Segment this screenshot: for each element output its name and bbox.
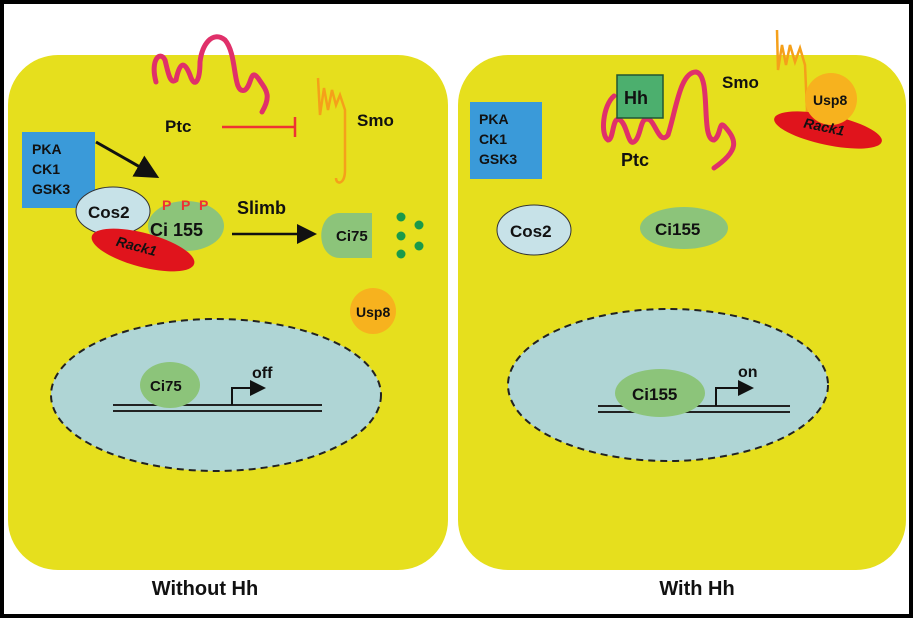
cos2-protein [496,204,572,256]
phospho-2: P [181,197,190,213]
ci155-protein [148,201,224,251]
smo-receptor-icon [316,77,347,184]
caption-without-hh: Without Hh [152,578,258,600]
phospho-1: P [162,197,171,213]
promoter-arrow-icon [715,380,754,406]
slimb-label: Slimb [237,198,286,218]
nuclear-ci155-label: Ci155 [632,385,677,404]
ptc-label: Ptc [165,117,191,136]
kinase-ck1: CK1 [32,161,60,177]
kinase-box [470,102,542,179]
usp8-label: Usp8 [813,92,847,108]
rack1-protein [91,228,195,272]
transcription-on: on [738,364,758,381]
nucleus [50,318,382,472]
promoter-arrow-icon [231,380,266,405]
ci75-protein [321,213,372,258]
ci155-protein [640,207,728,249]
usp8-protein [350,288,396,334]
kinase-ck1: CK1 [479,131,507,147]
ptc-label: Ptc [621,150,649,170]
cos2-label: Cos2 [510,222,552,241]
ptc-receptor-icon [600,69,736,171]
nuclear-ci75-label: Ci75 [150,378,182,395]
ci155-label: Ci 155 [150,220,203,240]
kinase-gsk3: GSK3 [32,181,70,197]
caption-with-hh: With Hh [659,578,734,600]
ci75-label: Ci75 [336,228,368,245]
usp8-label: Usp8 [356,304,390,320]
transcription-off: off [252,365,273,382]
cell-without-hh: Ptc Smo PKA CK1 GSK3 Cos2 Ci 155 Rack1 P… [8,34,448,600]
cell-with-hh: PKA CK1 GSK3 Hh Ptc Smo Usp8 Rack1 Cos2 … [458,29,906,600]
smo-label: Smo [357,111,394,130]
rack1-protein [774,111,882,149]
kinase-pka: PKA [479,111,509,127]
ptc-receptor-icon [151,34,270,115]
kinase-pka: PKA [32,141,62,157]
phosphorylation-arrow [95,140,160,178]
phospho-3: P [199,197,208,213]
kinase-gsk3: GSK3 [479,151,517,167]
nuclear-ci75 [140,362,200,408]
smo-label: Smo [722,73,759,92]
nuclear-ci155 [615,369,705,417]
hh-ligand [616,74,664,119]
kinase-box [22,132,95,208]
degradation-fragments [396,212,424,259]
usp8-protein [805,73,857,125]
ci155-label: Ci155 [655,220,700,239]
hh-label: Hh [624,88,648,108]
cos2-label: Cos2 [88,203,130,222]
